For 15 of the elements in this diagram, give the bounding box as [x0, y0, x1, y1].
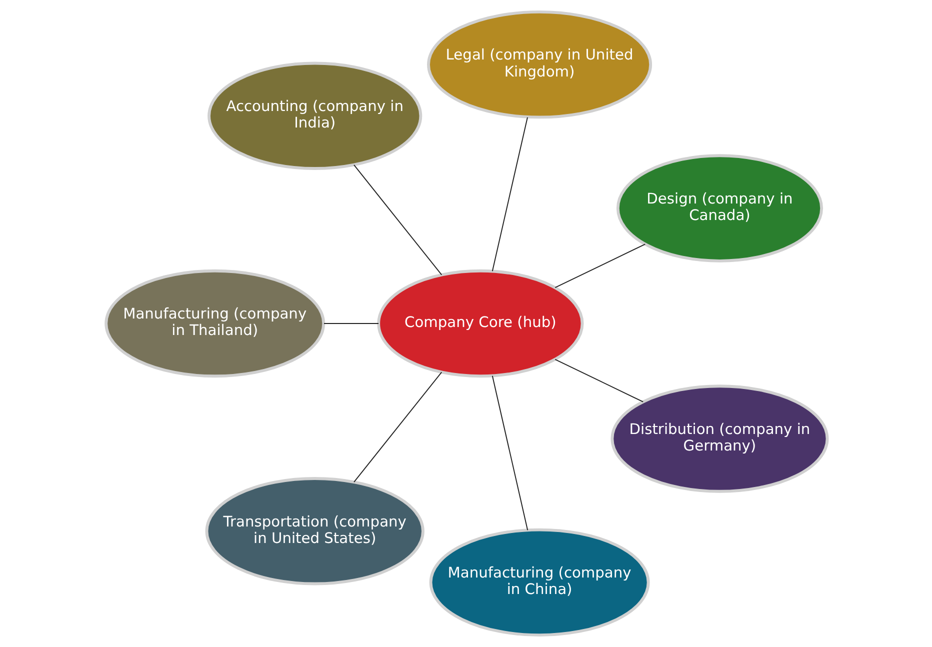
connector [353, 164, 442, 276]
connector [491, 116, 528, 272]
node-ellipse: Accounting (company in India) [207, 62, 422, 170]
node-ellipse: Transportation (company in United States) [204, 477, 424, 586]
node-ellipse: Manufacturing (company in China) [428, 528, 650, 637]
connector [554, 244, 646, 288]
node-ellipse: Legal (company in United Kingdom) [426, 10, 652, 119]
node-ellipse: Company Core (hub) [376, 269, 584, 378]
node-ellipse: Manufacturing (company in Thailand) [104, 269, 325, 378]
connector [353, 372, 442, 483]
node-ellipse: Design (company in Canada) [616, 154, 823, 262]
node-ellipse: Distribution (company in Germany) [610, 384, 828, 493]
connector [554, 359, 644, 402]
connector [491, 375, 528, 531]
connector [323, 323, 378, 324]
